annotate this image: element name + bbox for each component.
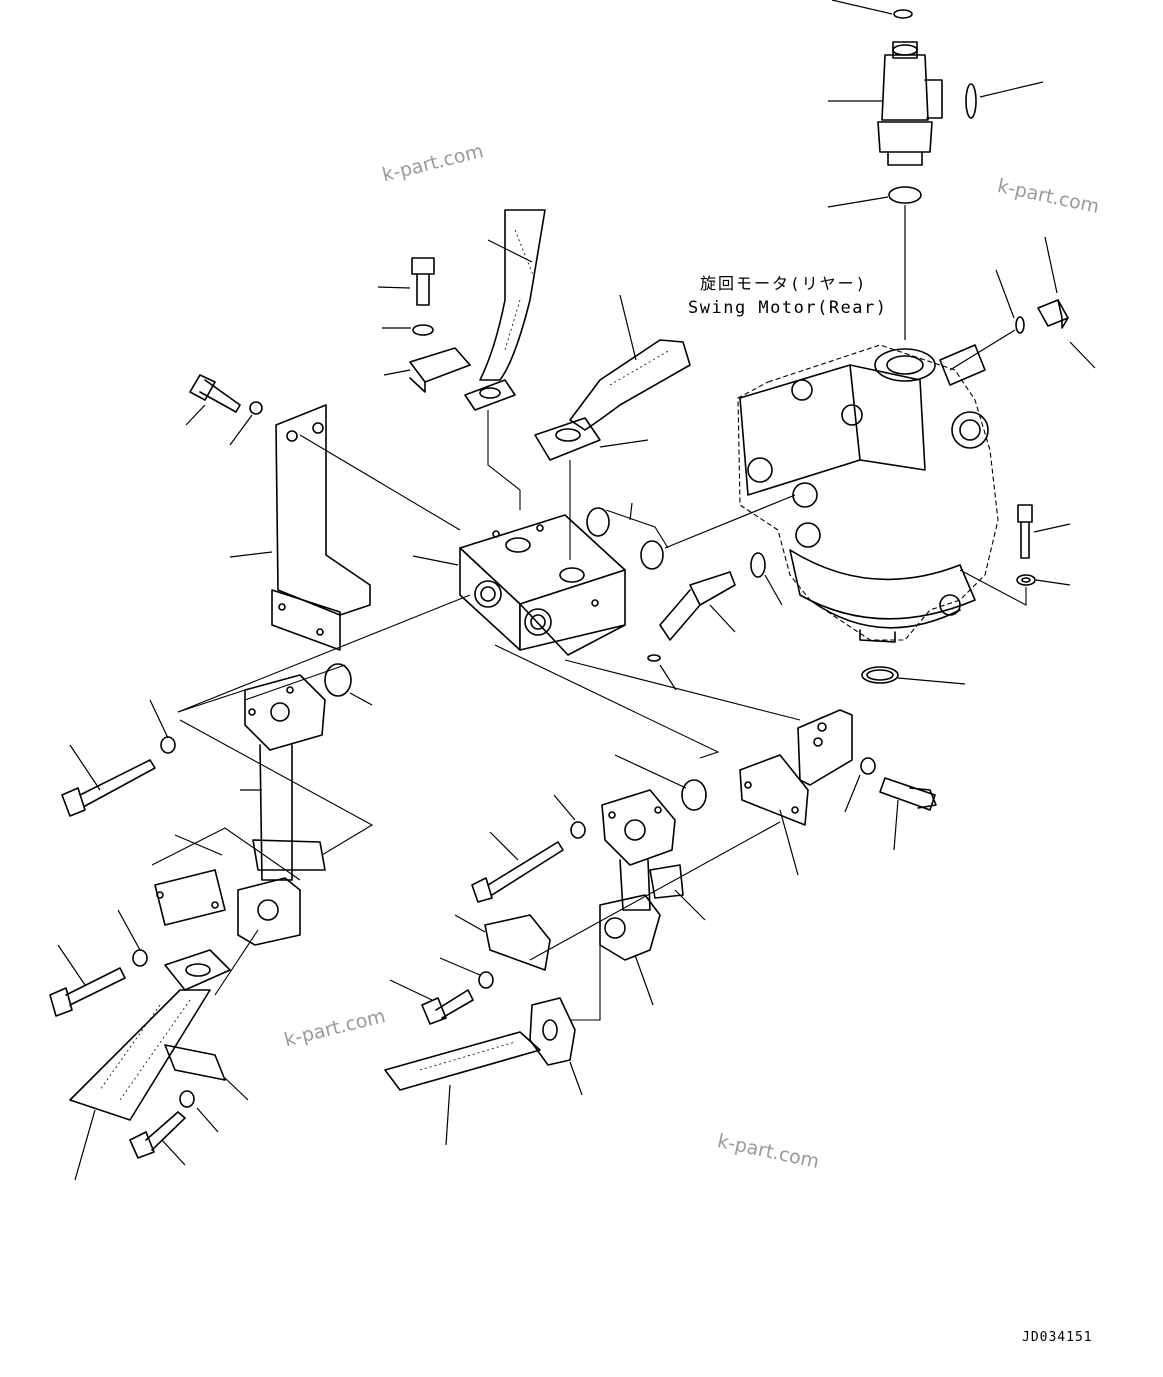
lower-middle-fasteners [389, 794, 586, 1025]
lower-middle-pipe [529, 754, 781, 1006]
upper-hoses [464, 209, 691, 560]
swing-motor-caption-en: Swing Motor(Rear) [688, 298, 888, 318]
lower-left-fasteners [49, 699, 259, 1017]
clamp-set-top [377, 257, 471, 393]
elbow-fitting [949, 236, 1096, 371]
swing-motor [737, 344, 999, 685]
center-elbow [659, 552, 783, 641]
swing-motor-caption-jp: 旋回モータ(リヤー) [700, 274, 868, 293]
lower-left-pipe [151, 594, 471, 946]
lower-middle-hose [384, 945, 601, 1146]
drawing-code: JD034151 [1022, 1330, 1093, 1345]
right-bracket [494, 644, 937, 876]
lower-left-hose [69, 949, 249, 1181]
relief-fitting [827, 0, 1044, 340]
bolt-washer-right [959, 504, 1071, 606]
manifold-block [412, 494, 796, 691]
left-bracket [185, 374, 461, 651]
